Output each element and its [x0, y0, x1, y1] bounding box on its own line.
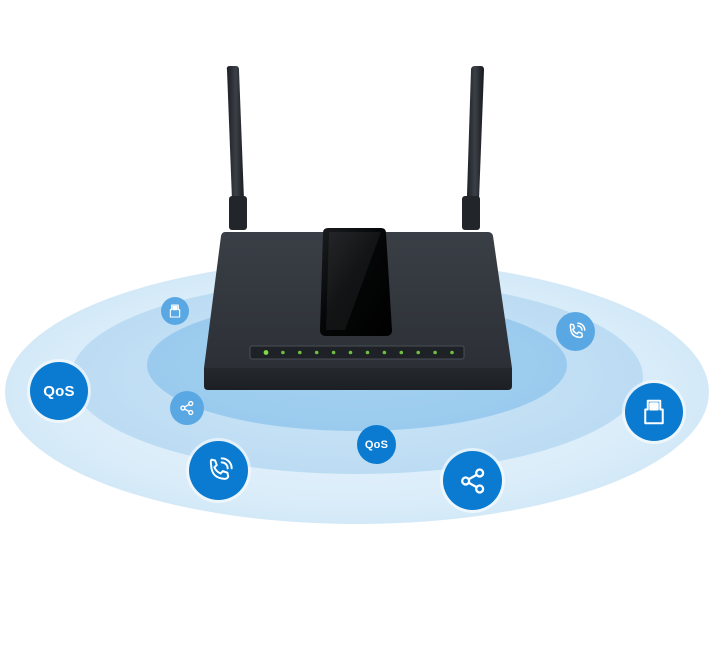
qos-icon: QoS: [357, 425, 396, 464]
status-led: [281, 350, 285, 355]
qos-icon: QoS: [30, 362, 88, 420]
status-led: [382, 350, 387, 355]
status-leds: [263, 350, 454, 355]
usb-icon: [625, 383, 683, 441]
status-led: [399, 350, 404, 355]
status-led: [450, 350, 454, 355]
qos-label-large: QoS: [43, 382, 75, 400]
phone-icon: [189, 441, 248, 500]
status-led: [416, 350, 421, 355]
antenna-right: [462, 66, 484, 230]
status-led: [433, 350, 437, 355]
router-body: [204, 228, 512, 390]
status-led: [314, 350, 319, 355]
usb-icon: [161, 297, 189, 325]
status-led: [348, 350, 353, 355]
qos-label-small: QoS: [364, 438, 389, 451]
status-led-strip: [249, 345, 465, 360]
share-icon: [170, 391, 204, 425]
status-led: [331, 350, 336, 355]
share-icon: [443, 451, 502, 510]
status-led: [263, 350, 269, 355]
status-led: [298, 350, 302, 355]
status-led: [365, 350, 370, 355]
antenna-left: [226, 66, 247, 230]
phone-icon: [556, 312, 595, 351]
